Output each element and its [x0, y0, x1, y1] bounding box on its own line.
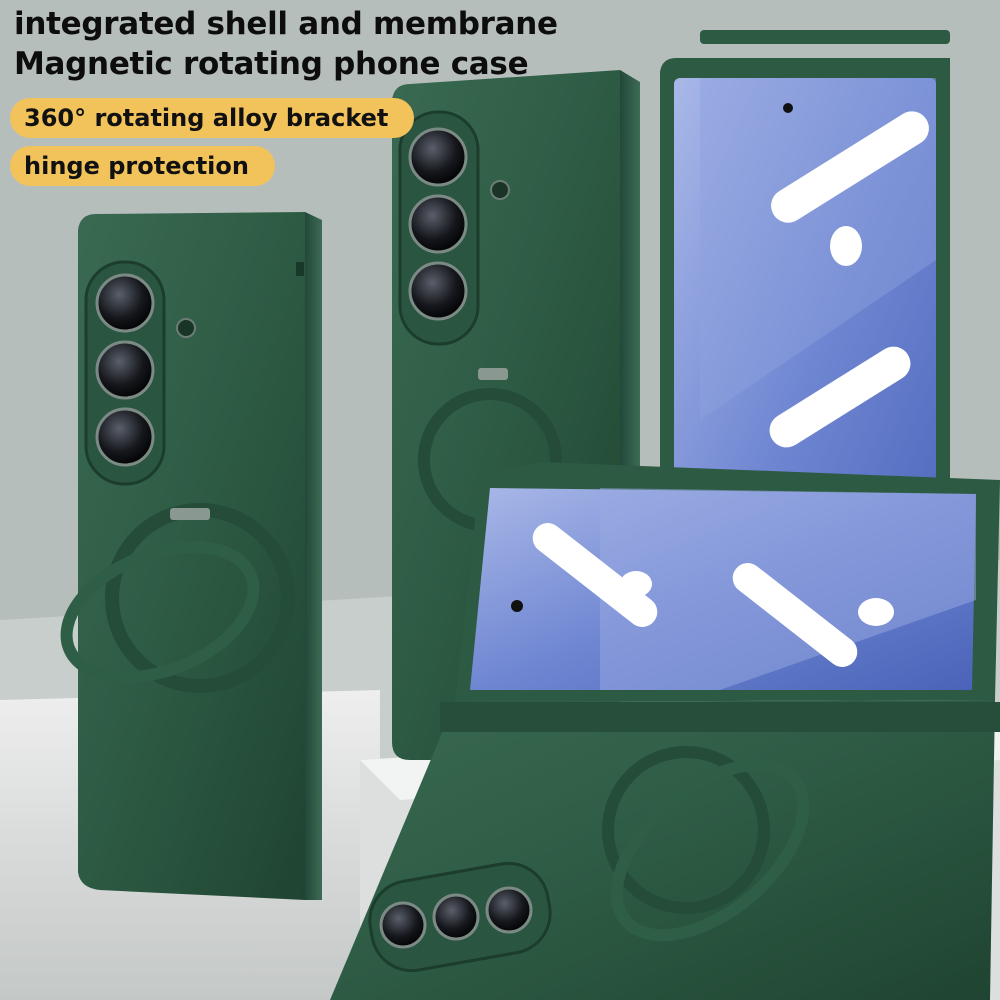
lens [379, 901, 427, 949]
screen-stripe [732, 563, 858, 667]
ring-base-front [602, 746, 770, 914]
screen-stripe [769, 346, 911, 448]
lens [408, 127, 468, 187]
feature-badge-rotating-bracket: 360° rotating alloy bracket [10, 98, 415, 138]
phone-left-back [60, 212, 322, 900]
lens [408, 261, 468, 321]
screen-stripe [771, 111, 929, 223]
lens [432, 893, 480, 941]
ring-stand-left [60, 540, 260, 684]
headline-line-2: Magnetic rotating phone case [14, 46, 529, 82]
ring-stand-front [610, 758, 810, 942]
phone-front-folded [330, 462, 1000, 1000]
headline-line-1: integrated shell and membrane [14, 6, 558, 42]
lens [95, 340, 155, 400]
lens [95, 407, 155, 467]
lens [485, 886, 533, 934]
screen-stripe [532, 523, 658, 627]
lens [95, 273, 155, 333]
lens [408, 194, 468, 254]
feature-badge-hinge-protection: hinge protection [10, 146, 275, 186]
